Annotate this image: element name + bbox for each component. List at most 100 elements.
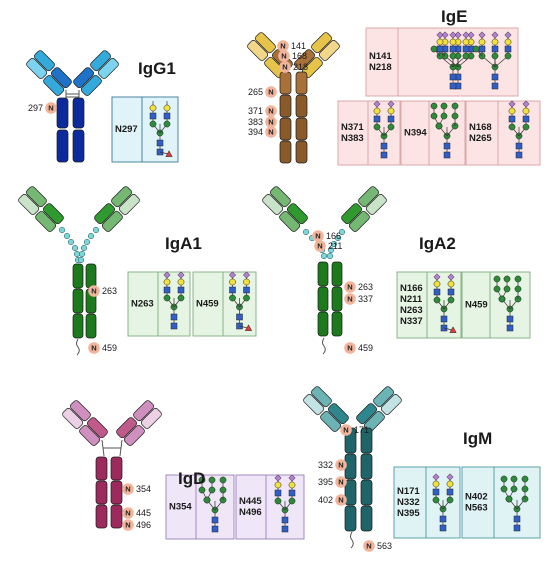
iga1-heavy-chain-domain (26, 186, 47, 208)
iga2-glycosite-badge (314, 240, 326, 252)
iga2-glycosite-label: 263 (358, 282, 373, 292)
igd-heavy-chain-domain (116, 417, 138, 439)
glcnac-square (439, 515, 447, 523)
glcnac-square (432, 488, 440, 496)
iga2-glycan-box: N459 (461, 271, 531, 339)
igd-glycosite-n: N (125, 509, 130, 518)
sialic-acid-diamond (441, 31, 449, 39)
ige-light-chain-domain (318, 40, 340, 61)
sugar-circle (521, 475, 529, 483)
glycan-complex-sialyl-fucose (433, 273, 457, 333)
glcnac-square (513, 524, 521, 532)
sugar-circle (514, 285, 522, 293)
sugar-circle (177, 278, 185, 286)
igg1-light-chain-domain (26, 58, 48, 79)
iga1-light-chain-domain-group (118, 194, 140, 215)
igg1-light-chain-domain (97, 58, 119, 79)
igm-glycosite-name: N402 (465, 492, 488, 503)
iga2-light-chain-domain-group (262, 194, 284, 215)
igm-glycosite-name: N395 (397, 508, 420, 519)
glcnac-square (506, 315, 514, 323)
iga2-glycan-box-frame (461, 271, 531, 339)
igm-light-chain-domain (303, 394, 325, 415)
iga2-constant-domain (317, 311, 329, 337)
iga1-hinge-bead (87, 232, 95, 240)
igd-glycosite-label: 445 (136, 508, 151, 518)
glcnac-square (380, 142, 388, 150)
igg1-heavy-chain-domain (50, 67, 72, 89)
glycan-complex-sialyl (274, 474, 296, 533)
igm-glycosite-n: N (343, 426, 348, 435)
sugar-circle (449, 52, 457, 60)
ige-constant-domain (295, 140, 308, 164)
glcnac-square (491, 82, 499, 90)
iga1-hinge-bead (67, 238, 75, 246)
glycan-high-mannose (198, 476, 227, 533)
sugar-circle (498, 295, 506, 303)
iga2-heavy-chain-domain (270, 186, 291, 208)
iga2-glycosite-n: N (347, 344, 352, 353)
ige-glycosite-name: N218 (369, 62, 392, 73)
iga2-glycosite-name: N211 (400, 294, 423, 305)
glcnac-square (508, 115, 516, 123)
iga1-light-chain-domain (118, 194, 140, 215)
ige-glycosite-badge (265, 86, 277, 98)
glcnac-square (373, 115, 381, 123)
igm-constant-domain (344, 505, 357, 532)
iga2-constant-domain (317, 286, 329, 312)
glcnac-square (433, 288, 441, 296)
igd-glycan-box: N354 (165, 474, 235, 540)
glcnac-square (281, 525, 289, 533)
iga2-heavy-chain-domain-group (358, 186, 379, 208)
sugar-circle (229, 278, 236, 286)
igg1-light-chain-domain-group (26, 58, 48, 79)
iga2-glycosite-n: N (347, 295, 352, 304)
ige-constant-domain (279, 94, 292, 118)
iga1-light-chain-domain (35, 210, 57, 232)
iga2-constant-domain (331, 261, 343, 287)
iga2-glycosite-badge (344, 342, 356, 354)
igm-glycosite-n: N (366, 542, 371, 551)
glcnac-square (149, 112, 157, 120)
ige-glycosite-n: N (280, 42, 285, 51)
sialic-acid-diamond (373, 100, 381, 108)
iga1-glycan-box: N263 (127, 271, 191, 337)
igg1-heavy-chain-domain (73, 67, 95, 89)
sialic-acid-diamond (433, 273, 441, 281)
sugar-circle (208, 476, 216, 484)
ige-glycosite-n: N (282, 63, 287, 72)
iga1-heavy-chain-domain-group (42, 203, 64, 225)
igd-light-chain-domain (140, 408, 162, 429)
sialic-acid-diamond (177, 271, 185, 279)
iga1-hinge-bead (83, 238, 91, 246)
glycan-high-mannose (430, 102, 459, 159)
iga1-constant-domain (72, 263, 84, 289)
sugar-circle (208, 486, 216, 494)
igm-heavy-chain-domain (356, 403, 378, 425)
igm-glycosite-name: N563 (465, 503, 488, 514)
iga1-light-chain-domain-group (18, 194, 40, 215)
sugar-circle (514, 275, 522, 283)
fucose-triangle (165, 150, 173, 157)
sugar-circle (503, 275, 511, 283)
iga1-light-chain-domain (101, 210, 123, 232)
ige-glycosite-n: N (268, 88, 273, 97)
glcnac-square (163, 286, 171, 294)
glycosidic-link (443, 327, 453, 331)
ige-glycosite-name: N168 (469, 122, 492, 133)
igm-constant-domain (344, 479, 357, 506)
iga2-glycosite-badge (344, 281, 356, 293)
igg1-heavy-chain-domain-group (34, 50, 55, 72)
igm-constant-domain (360, 479, 373, 506)
sialic-acid-diamond (447, 273, 455, 281)
igm-glycosite-label: 332 (318, 460, 333, 470)
iga1-glycosite-badge (88, 342, 100, 354)
igd-heavy-chain-domain-group (70, 400, 91, 422)
ige-heavy-chain-domain (255, 32, 276, 54)
iga2-glycosite-label: 337 (358, 294, 373, 304)
ige-glycosite-label: 371 (248, 106, 263, 116)
igm-title: IgM (463, 429, 492, 448)
sialic-acid-diamond (508, 100, 516, 108)
